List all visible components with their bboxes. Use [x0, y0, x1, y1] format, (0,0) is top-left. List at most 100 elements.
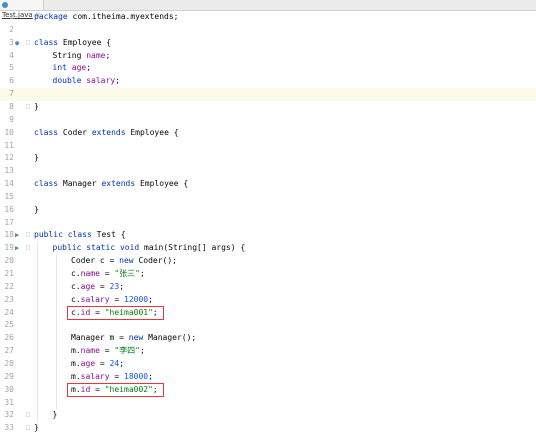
fold-icon[interactable]: □ [26, 424, 30, 432]
code-text: } [53, 409, 58, 422]
code-line[interactable]: 11 [0, 140, 536, 153]
line-number: 29 [4, 371, 14, 381]
code-line[interactable]: 19▶ □ public static void main(String[] arg… [0, 242, 536, 255]
code-token: ; [152, 384, 158, 394]
code-token: } [34, 101, 39, 111]
code-token: extends [101, 179, 136, 189]
code-text: public class Test { [34, 229, 126, 242]
line-number: 22 [4, 281, 14, 291]
code-token: salary [86, 76, 116, 86]
code-token: name [80, 269, 100, 278]
code-line[interactable]: 13 [0, 165, 536, 178]
line-number: 7 [9, 89, 14, 99]
line-number: 25 [4, 320, 14, 330]
line-number: 33 [4, 423, 14, 433]
code-line[interactable]: 2 [0, 24, 536, 37]
code-text: } [34, 101, 39, 114]
code-token: 12000 [124, 294, 149, 304]
code-line[interactable]: 25 [0, 319, 536, 332]
code-token: ; [148, 371, 153, 381]
code-token: } [34, 204, 39, 214]
code-text: c.name = "张三"; [71, 268, 145, 281]
line-number: 16 [4, 204, 14, 214]
line-number: 2 [9, 24, 14, 34]
code-line[interactable]: 21 c.name = "张三"; [0, 268, 536, 281]
run-icon[interactable]: ▶ [15, 231, 20, 240]
code-token: = [95, 281, 110, 291]
line-number: 9 [9, 114, 14, 124]
code-token: ; [119, 281, 125, 291]
tab-test-java[interactable]: Test.java× [0, 0, 44, 19]
code-line[interactable]: 15 [0, 191, 536, 204]
code-text: Manager m = new Manager(); [71, 332, 196, 345]
code-token: int [52, 63, 67, 73]
fold-icon[interactable]: □ [26, 38, 30, 46]
code-text: c.id = "heima001"; [71, 307, 158, 320]
fold-icon[interactable]: □ [26, 244, 30, 252]
code-token: main(String[] args) { [139, 243, 246, 253]
code-token: salary [80, 371, 110, 381]
code-token: class [34, 37, 59, 47]
code-token: new [119, 256, 134, 266]
code-line[interactable]: 12} [0, 152, 536, 165]
code-token: Manager(); [143, 333, 197, 343]
code-token: public [34, 230, 63, 240]
code-token: class [67, 230, 92, 240]
code-token: name [80, 346, 100, 356]
code-token: extends [91, 127, 126, 137]
code-token: c. [71, 281, 81, 291]
code-text: class Employee { [34, 37, 111, 50]
code-text: m.age = 24; [71, 358, 124, 371]
code-token: Coder c = [71, 256, 120, 266]
code-token: ; [105, 50, 111, 60]
code-token: "李四" [114, 346, 140, 356]
line-number: 6 [9, 76, 14, 86]
code-text: public static void main(String[] args) { [53, 242, 246, 255]
subclass-marker-icon[interactable]: ● [15, 38, 20, 47]
line-number: 21 [4, 269, 14, 278]
code-line[interactable]: 16} [0, 204, 536, 217]
run-icon[interactable]: ▶ [15, 244, 20, 253]
code-line[interactable]: 33□} [0, 422, 536, 435]
code-line[interactable]: 32□} [0, 409, 536, 422]
code-token: Coder [58, 127, 92, 137]
code-token: void [119, 243, 140, 253]
line-number: 11 [4, 140, 14, 150]
close-icon[interactable]: × [34, 11, 41, 19]
code-line[interactable]: 9 [0, 114, 536, 127]
line-number: 20 [4, 256, 14, 266]
line-number: 8 [9, 101, 14, 111]
fold-icon[interactable]: □ [26, 231, 30, 239]
code-token: age [80, 358, 96, 368]
code-line[interactable]: 8 □} [0, 101, 536, 114]
code-text: c.salary = 12000; [71, 294, 153, 307]
code-token: c. [71, 294, 81, 304]
fold-icon[interactable]: □ [26, 102, 30, 110]
fold-icon[interactable]: □ [26, 411, 30, 419]
line-number: 30 [4, 384, 14, 394]
code-token: "张三" [114, 269, 140, 278]
code-line[interactable]: 3●□class Employee { [0, 37, 536, 50]
code-line[interactable]: 17 [0, 217, 536, 230]
code-line[interactable]: 31 [0, 397, 536, 410]
code-line[interactable]: 18▶□public class Test { [0, 229, 536, 242]
code-line[interactable]: 7 [0, 88, 536, 101]
line-number: 19 [4, 243, 14, 253]
code-token: Test { [91, 230, 126, 240]
